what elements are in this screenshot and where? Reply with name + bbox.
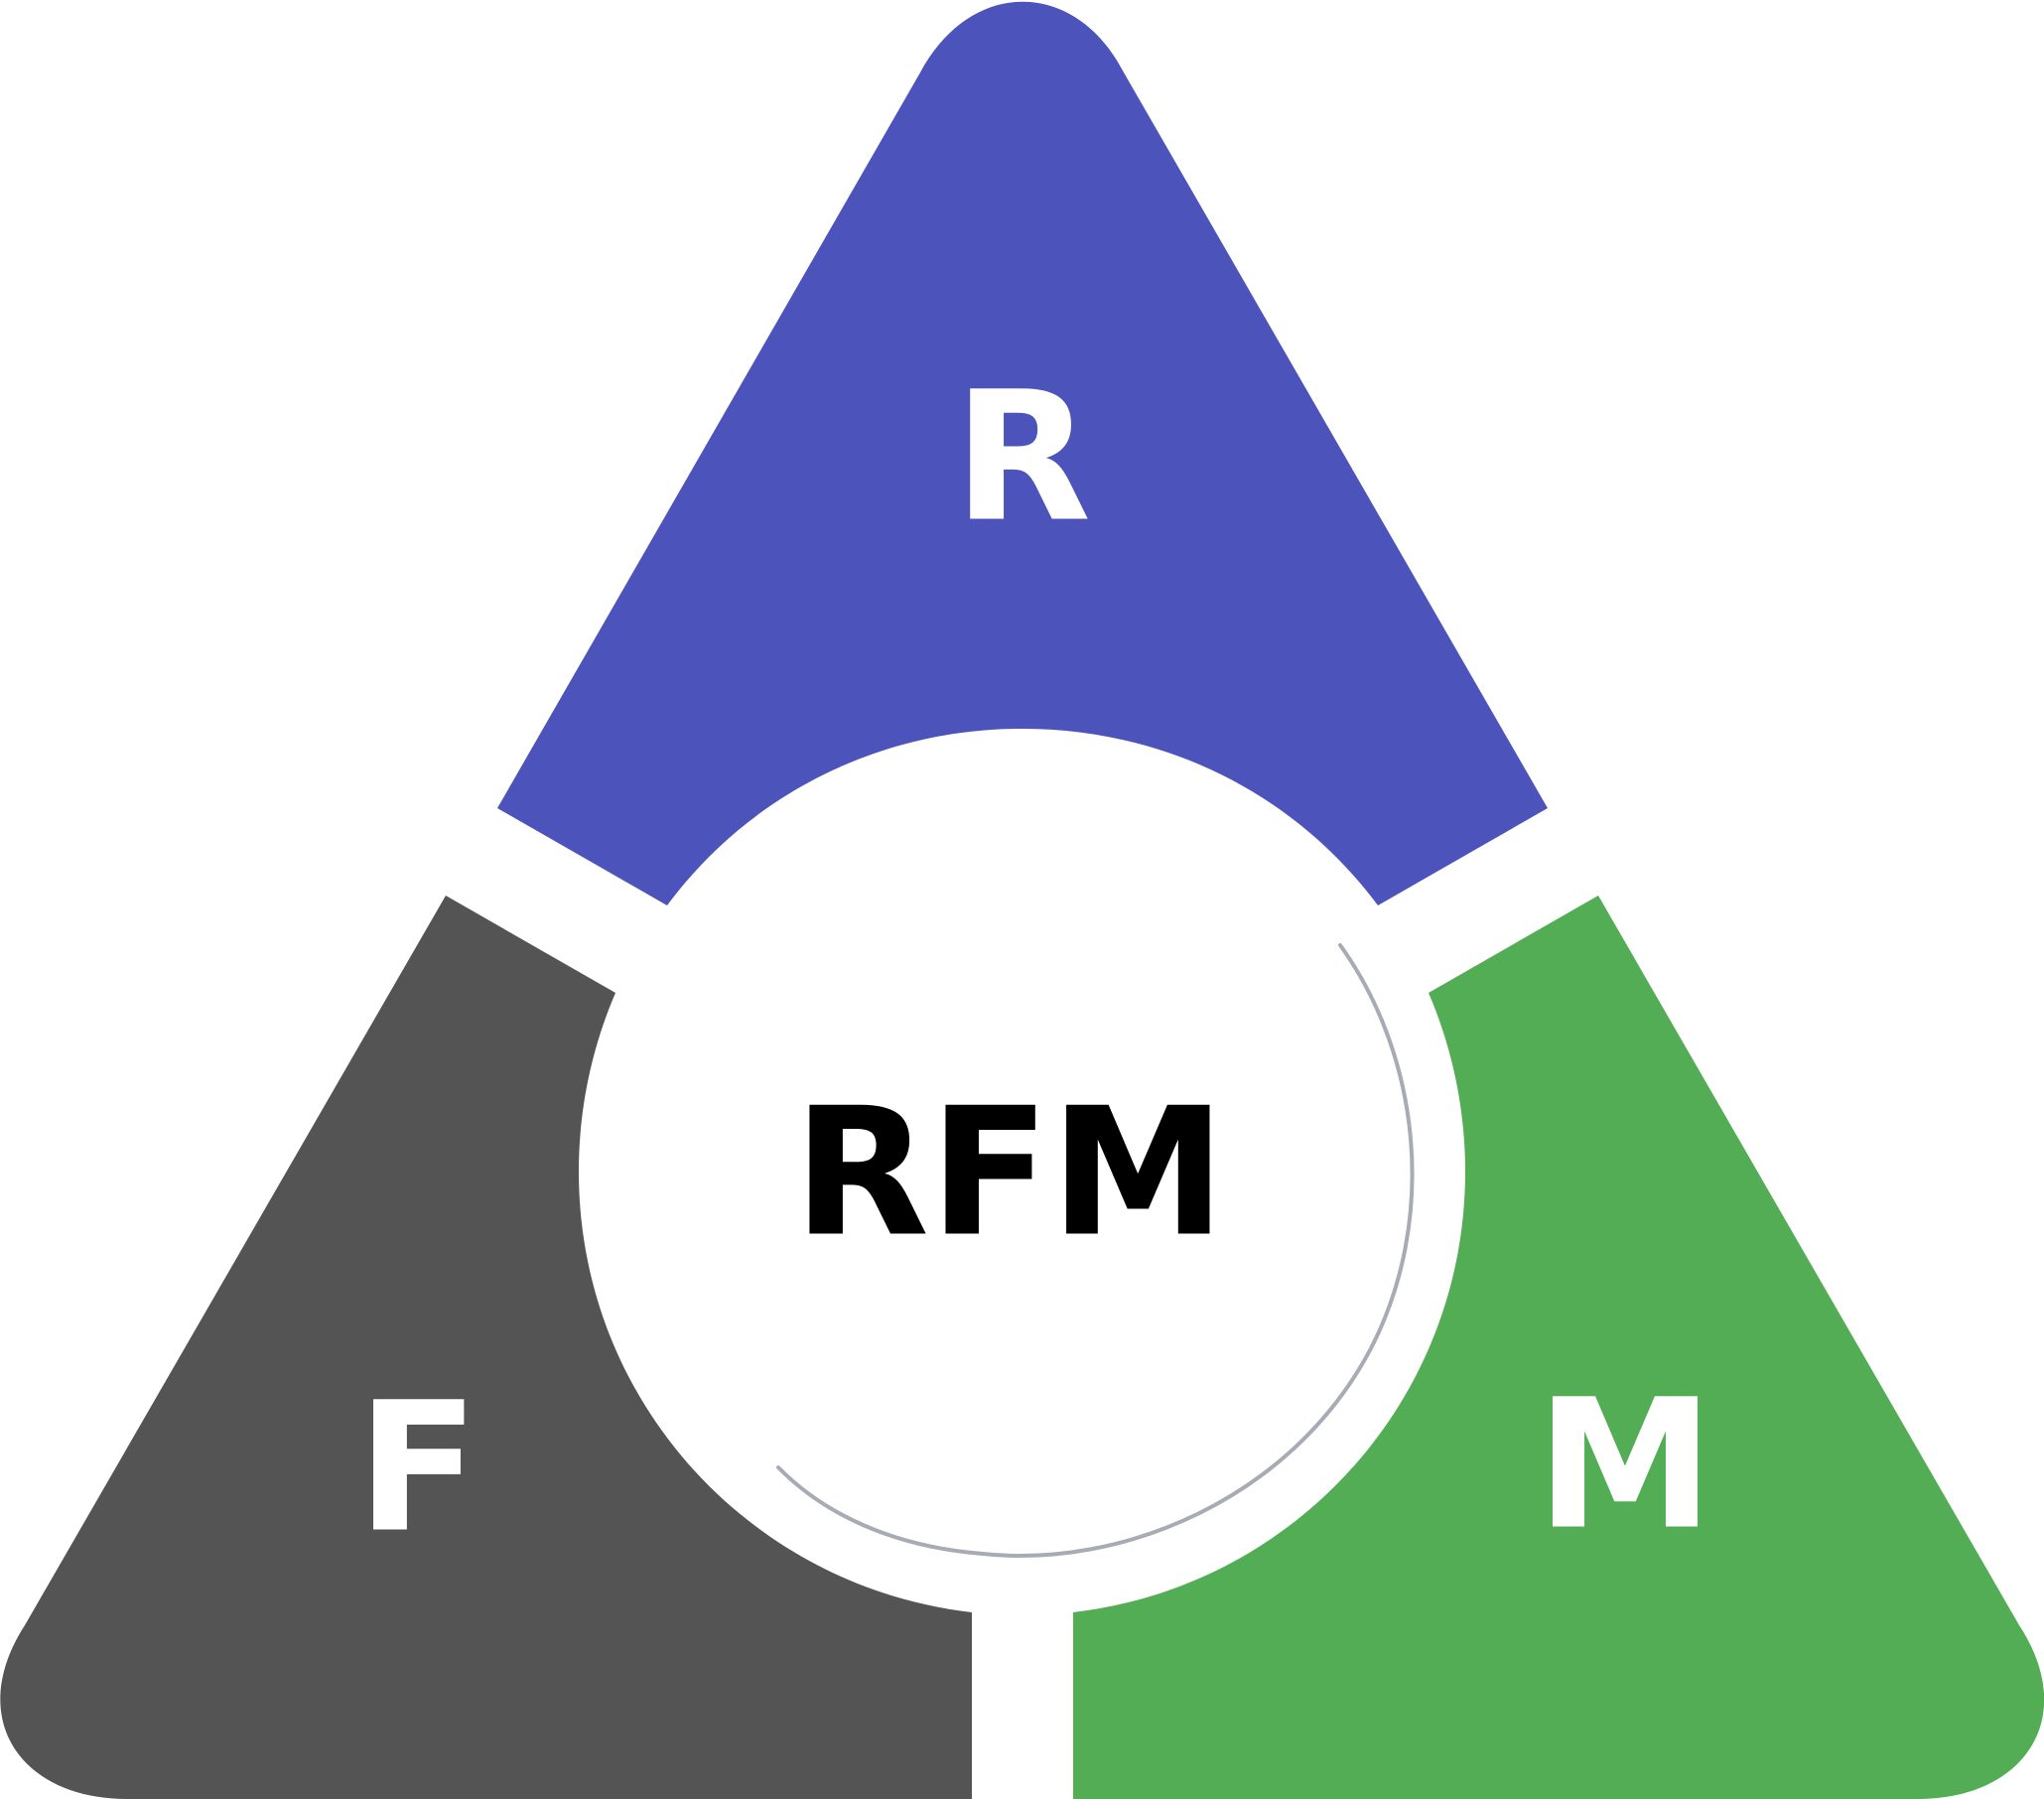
center-circle-edge-arc (776, 943, 1415, 1558)
segment-r-label: R (954, 354, 1092, 562)
segment-m-shape (1073, 896, 2044, 1799)
center-circle (610, 759, 1435, 1585)
segment-f-shape (0, 896, 973, 1799)
segment-r-shape (497, 1, 1548, 905)
segment-m-label: M (1536, 1362, 1713, 1570)
segment-f-label: F (357, 1365, 479, 1573)
center-label: RFM (793, 1070, 1226, 1276)
